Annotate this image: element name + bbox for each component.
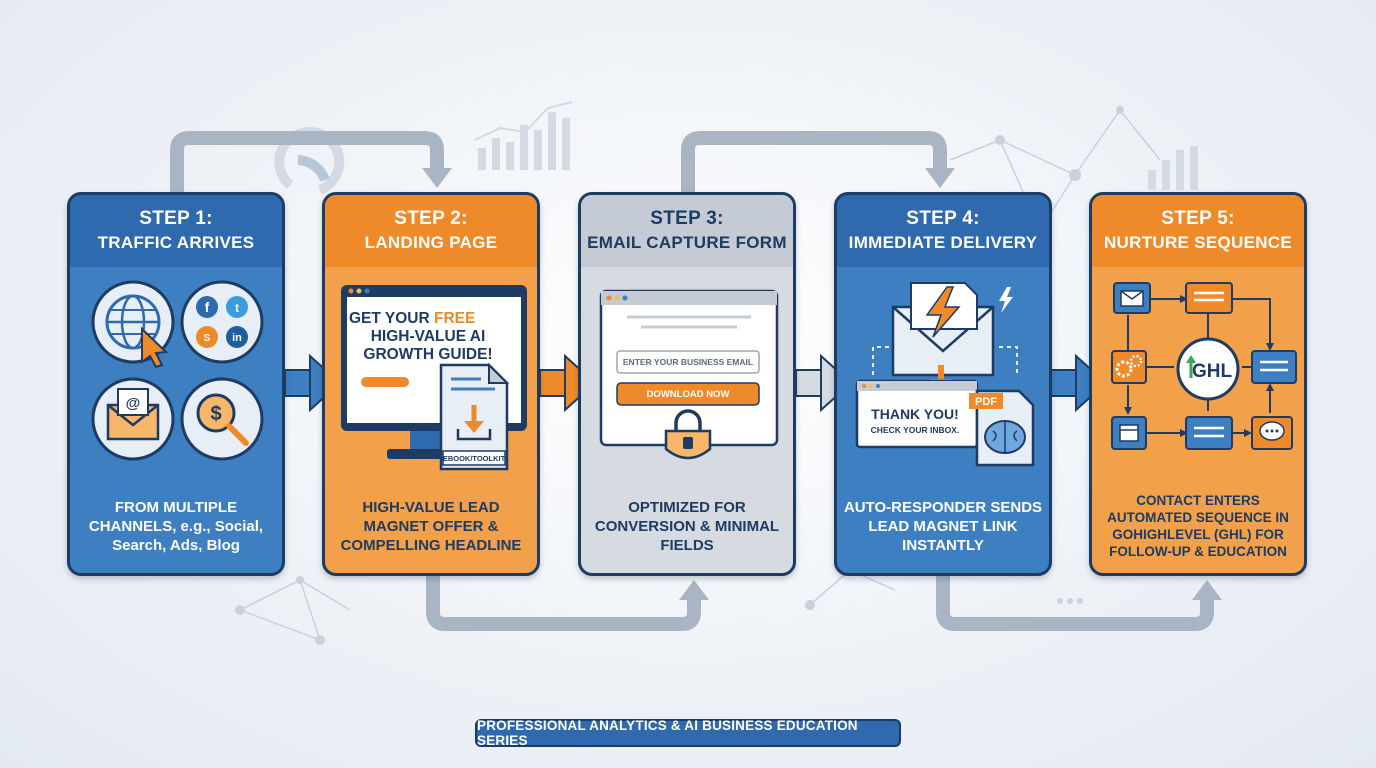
step-1-card: STEP 1: TRAFFIC ARRIVES f t S in: [67, 192, 285, 576]
notes-node: [1185, 416, 1233, 450]
landing-cta-button: [361, 377, 409, 387]
step-1-description: FROM MULTIPLE CHANNELS, e.g., Social, Se…: [88, 498, 264, 554]
step-4-description: AUTO-RESPONDER SENDS LEAD MAGNET LINK IN…: [843, 498, 1043, 554]
step-3-title: EMAIL CAPTURE FORM: [587, 233, 787, 252]
facebook-icon: [196, 296, 218, 318]
download-now-label: DOWNLOAD NOW: [647, 389, 730, 400]
step-2-label: STEP 2:: [394, 208, 468, 229]
list-node: [1251, 350, 1297, 384]
landing-headline-line3: GROWTH GUIDE!: [363, 346, 492, 363]
bar-chart-decoration: [478, 112, 1198, 190]
email-input-placeholder: ENTER YOUR BUSINESS EMAIL: [623, 357, 753, 367]
dollar-search-icon: $: [180, 377, 264, 461]
traffic-sources-illustration: f t S in @ $: [91, 280, 264, 461]
lock-icon: [664, 409, 712, 460]
envelope-icon: [891, 282, 995, 377]
email-form-illustration: ENTER YOUR BUSINESS EMAIL DOWNLOAD NOW: [599, 289, 779, 460]
check-inbox-text: CHECK YOUR INBOX.: [871, 425, 960, 435]
email-node: [1113, 282, 1151, 314]
brain-icon: [984, 420, 1026, 454]
step-1-header: STEP 1: TRAFFIC ARRIVES: [70, 195, 282, 267]
download-now-button: [616, 382, 760, 406]
social-icons: f t S in: [180, 280, 264, 364]
step-5-label: STEP 5:: [1161, 208, 1235, 229]
step-4-header: STEP 4: IMMEDIATE DELIVERY: [837, 195, 1049, 267]
document-node: [1185, 282, 1233, 314]
svg-text:S: S: [204, 333, 211, 344]
landing-headline-line2: HIGH-VALUE AI: [371, 328, 486, 345]
ghl-hub: GHL: [1176, 337, 1240, 401]
step-2-header: STEP 2: LANDING PAGE: [325, 195, 537, 267]
linkedin-icon: [226, 326, 248, 348]
step-1-label: STEP 1:: [139, 208, 213, 229]
step-2-description: HIGH-VALUE LEAD MAGNET OFFER & COMPELLIN…: [340, 498, 522, 554]
landing-headline-line1: GET YOUR FREE: [349, 310, 475, 327]
step-3-description: OPTIMIZED FOR CONVERSION & MINIMAL FIELD…: [594, 498, 780, 554]
svg-text:f: f: [205, 299, 210, 315]
step-4-label: STEP 4:: [906, 208, 980, 229]
step-5-description: CONTACT ENTERS AUTOMATED SEQUENCE IN GOH…: [1107, 493, 1289, 559]
gears-icon: [1111, 350, 1147, 384]
ebook-badge: EBOOK/TOOLKIT: [443, 454, 506, 463]
step-4-title: IMMEDIATE DELIVERY: [848, 233, 1038, 252]
ghl-label: GHL: [1192, 361, 1233, 382]
step-5-header: STEP 5: NURTURE SEQUENCE: [1092, 195, 1304, 267]
calendar-icon: [1111, 416, 1147, 450]
download-icon: [456, 405, 492, 441]
email-icon: @: [91, 377, 175, 461]
step-3-label: STEP 3:: [650, 208, 724, 229]
svg-text:@: @: [126, 395, 141, 412]
step-1-title: TRAFFIC ARRIVES: [97, 233, 255, 252]
nurture-workflow-illustration: GHL: [1111, 282, 1297, 450]
chat-icon: [1251, 416, 1293, 450]
landing-page-illustration: GET YOUR FREE HIGH-VALUE AI GROWTH GUIDE…: [341, 285, 527, 471]
pdf-icon: PDF: [969, 389, 1035, 467]
lightning-icon: [925, 286, 961, 338]
step-4-card: STEP 4: IMMEDIATE DELIVERY THANK YOU! CH…: [834, 192, 1052, 576]
document-icon: EBOOK/TOOLKIT: [439, 362, 510, 471]
step-3-header: STEP 3: EMAIL CAPTURE FORM: [581, 195, 793, 267]
svg-text:in: in: [232, 332, 242, 344]
delivery-illustration: THANK YOU! CHECK YOUR INBOX. PDF: [855, 282, 1035, 467]
step-5-title: NURTURE SEQUENCE: [1103, 233, 1293, 252]
step-3-card: STEP 3: EMAIL CAPTURE FORM ENTER YOUR BU…: [578, 192, 796, 576]
step-2-title: LANDING PAGE: [364, 233, 498, 252]
step-2-card: STEP 2: LANDING PAGE GET YOUR FREE HIGH-…: [322, 192, 540, 576]
twitter-icon: [226, 296, 248, 318]
email-input-box: [616, 350, 760, 374]
svg-text:$: $: [210, 403, 221, 425]
svg-text:PDF: PDF: [975, 396, 997, 408]
series-footer-badge: PROFESSIONAL ANALYTICS & AI BUSINESS EDU…: [475, 718, 901, 748]
cursor-icon: [141, 326, 169, 369]
thank-you-text: THANK YOU!: [871, 406, 959, 422]
svg-text:t: t: [235, 301, 239, 315]
step-5-card: STEP 5: NURTURE SEQUENCE: [1089, 192, 1307, 576]
